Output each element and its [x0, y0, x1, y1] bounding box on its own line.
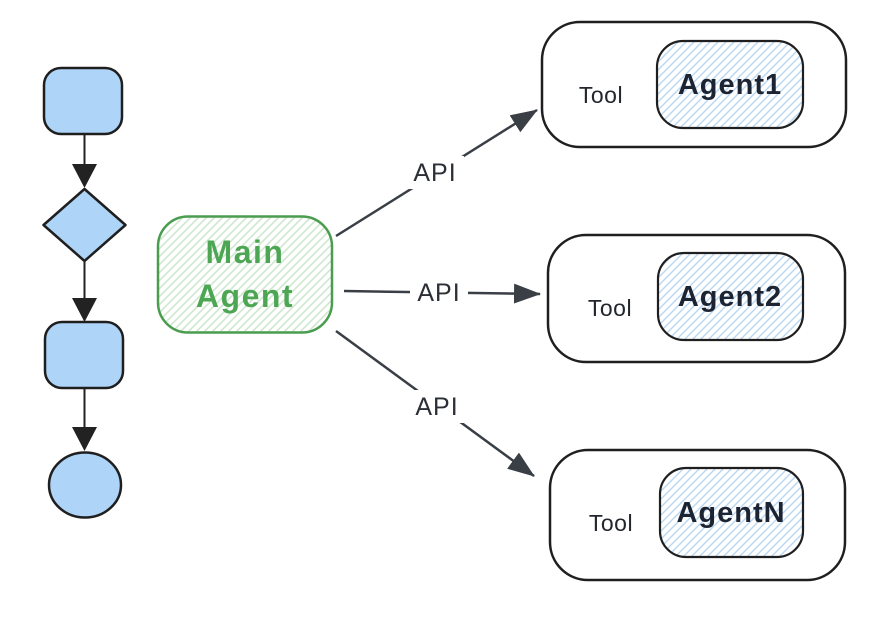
agent2-box [656, 251, 805, 342]
tool-2-label: Tool [588, 295, 632, 321]
main-agent-label-line1: Main [206, 234, 285, 270]
main-agent-node: Main Agent [156, 215, 334, 334]
api-label-3: API [415, 393, 458, 421]
api-label-1: API [413, 159, 456, 187]
flowchart-arrowhead-1 [72, 164, 97, 188]
api-label-1-backdrop [406, 156, 464, 189]
tool-3-label: Tool [589, 510, 633, 536]
tool-container-2: Tool Agent2 [546, 233, 847, 364]
agentN-box [658, 466, 805, 559]
main-agent-box [156, 215, 334, 334]
agent1-box [655, 39, 805, 130]
flowchart-process-node-top [42, 66, 124, 136]
api-label-3-backdrop [408, 390, 466, 423]
tool-container-3: Tool AgentN [548, 448, 847, 582]
flowchart [42, 66, 127, 519]
flowchart-terminal-circle [47, 451, 123, 519]
agent2-label: Agent2 [678, 281, 782, 313]
tool-1-label: Tool [579, 82, 623, 108]
agent1-label: Agent1 [678, 69, 782, 101]
main-agent-label-line2: Agent [196, 278, 294, 314]
agentN-label: AgentN [676, 497, 785, 529]
flowchart-process-node-bottom [43, 320, 125, 390]
flowchart-arrowhead-2 [72, 298, 97, 322]
tool-container-1: Tool Agent1 [540, 20, 848, 149]
api-label-2: API [417, 279, 460, 307]
flowchart-decision-diamond [42, 187, 127, 263]
api-label-2-backdrop [410, 276, 468, 309]
api-edges: API API API [335, 108, 541, 478]
flowchart-arrowhead-3 [72, 427, 97, 451]
